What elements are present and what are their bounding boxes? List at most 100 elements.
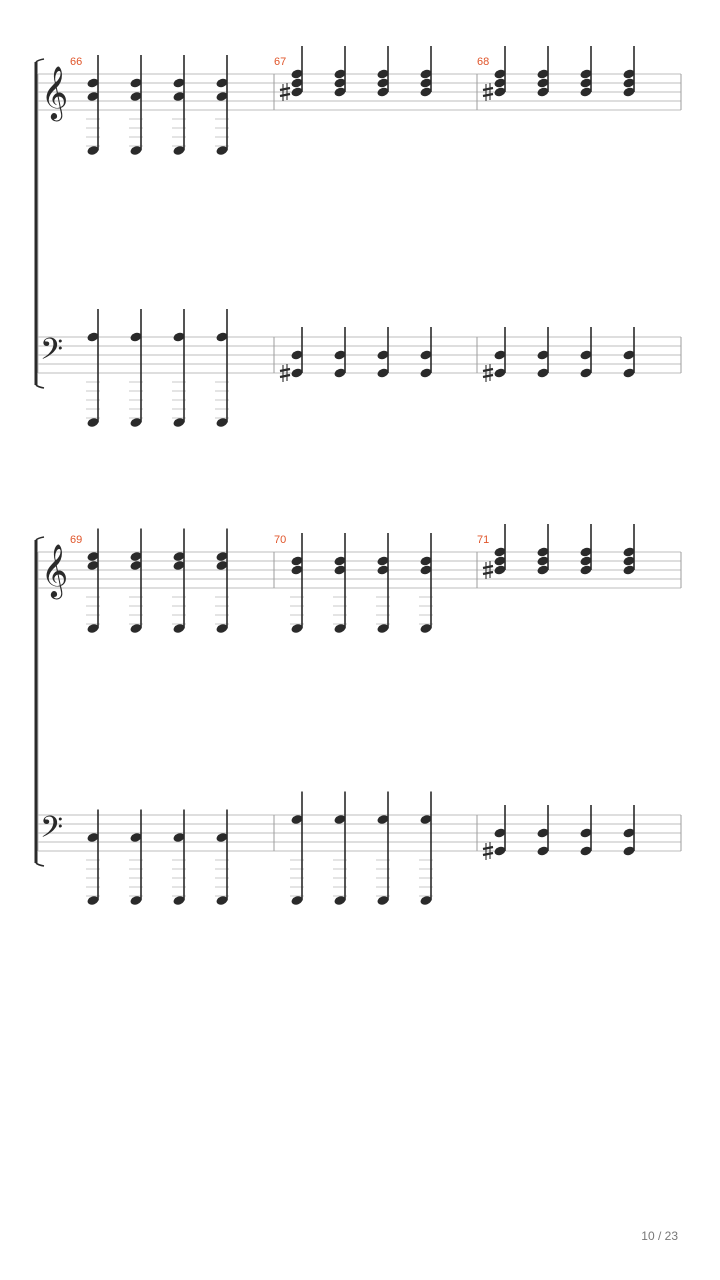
chord [129,309,143,427]
chord [129,528,143,633]
note-head [494,547,506,557]
note-head [623,350,635,360]
note-head [291,78,303,88]
note-head [87,78,99,88]
chord [334,327,346,378]
note-head [291,624,303,633]
note-head [173,92,185,101]
note-head [623,547,635,557]
note-head [130,418,142,427]
chord [482,46,506,101]
note-head [130,92,142,101]
note-head [173,418,185,427]
note-head [130,896,142,905]
note-head [87,833,99,842]
note-head [173,896,185,905]
note-head [216,418,228,427]
note-head [420,69,432,79]
note-head [216,92,228,101]
chord [623,46,635,97]
measure-number: 67 [274,56,286,68]
note-head [377,896,389,905]
note-head [494,350,506,360]
note-head [291,350,303,360]
chord [333,533,347,633]
chord [376,533,390,633]
treble-clef-icon: 𝄞 [41,65,68,121]
note-head [130,78,142,88]
note-head [377,69,389,79]
note-head [580,78,592,88]
note-head [130,624,142,633]
chord [215,809,229,905]
note-head [494,565,506,575]
note-head [494,846,506,856]
note-head [377,815,389,824]
note-head [580,846,592,856]
measure-number: 68 [477,56,489,68]
note-head [420,624,432,633]
note-head [173,561,185,570]
sharp-accidental [482,83,494,101]
note-head [494,828,506,838]
note-head [537,556,549,566]
note-head [173,146,185,155]
chord [580,327,592,378]
note-head [377,368,389,378]
chord [215,55,229,155]
chord [129,809,143,905]
note-head [623,87,635,97]
chord [172,528,186,633]
note-head [623,565,635,575]
chord [537,805,549,856]
measure-70: 70 [274,533,478,905]
chord [420,327,432,378]
note-head [216,624,228,633]
note-head [494,69,506,79]
note-head [494,87,506,97]
note-head [580,565,592,575]
note-head [334,556,346,566]
chord [172,809,186,905]
measure-number: 70 [274,534,286,546]
note-head [291,565,303,575]
note-head [334,624,346,633]
bass-clef-icon: 𝄢 [40,333,63,374]
bass-clef-icon: 𝄢 [40,811,63,852]
note-head [420,368,432,378]
chord [129,55,143,155]
chord [215,309,229,427]
chord [172,309,186,427]
note-head [537,78,549,88]
note-head [216,833,228,842]
note-head [580,87,592,97]
note-head [291,87,303,97]
note-head [623,69,635,79]
chord [172,55,186,155]
note-head [580,368,592,378]
chord [537,46,549,97]
treble-clef-icon: 𝄞 [41,543,68,599]
note-head [494,556,506,566]
note-head [580,547,592,557]
note-head [623,368,635,378]
measure-71: 71 [477,524,682,860]
note-head [580,556,592,566]
note-head [377,78,389,88]
note-head [173,624,185,633]
chord [86,809,100,905]
note-head [216,896,228,905]
chord [279,327,303,382]
note-head [173,332,185,342]
chord [623,805,635,856]
note-head [216,552,228,561]
page-number: 10 / 23 [641,1229,678,1243]
note-head [580,350,592,360]
note-head [216,146,228,155]
note-head [216,78,228,88]
note-head [334,350,346,360]
sharp-accidental [279,364,291,382]
note-head [377,556,389,566]
bracket-bottom-hook [35,862,45,867]
